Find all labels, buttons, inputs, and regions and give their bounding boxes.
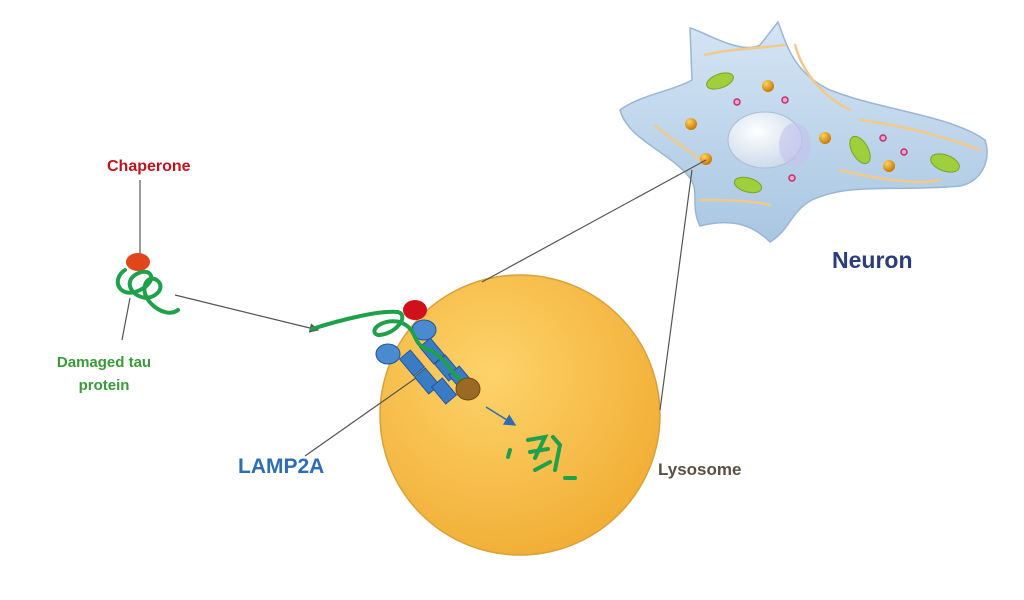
chaperone-label: Chaperone (107, 158, 191, 175)
damaged-tau-label: Damaged tau protein (54, 351, 154, 397)
import-arrow (485, 406, 517, 426)
lysosome (379, 274, 661, 556)
lysosome-label: Lysosome (658, 460, 742, 479)
lamp2a-complex (310, 300, 481, 405)
connector-lines (121, 159, 707, 457)
lamp2a-label: LAMP2A (238, 455, 325, 478)
degraded-tau-fragments (506, 434, 577, 480)
neuron-label: Neuron (832, 247, 913, 273)
lysosome-granules (685, 80, 895, 172)
mitochondria (706, 72, 960, 194)
chaperone-tau-complex (115, 253, 180, 315)
damaged-tau-label-line1: Damaged tau (56, 354, 152, 371)
damaged-tau-label-line2: protein (78, 377, 130, 394)
neuron-cell (619, 20, 988, 243)
